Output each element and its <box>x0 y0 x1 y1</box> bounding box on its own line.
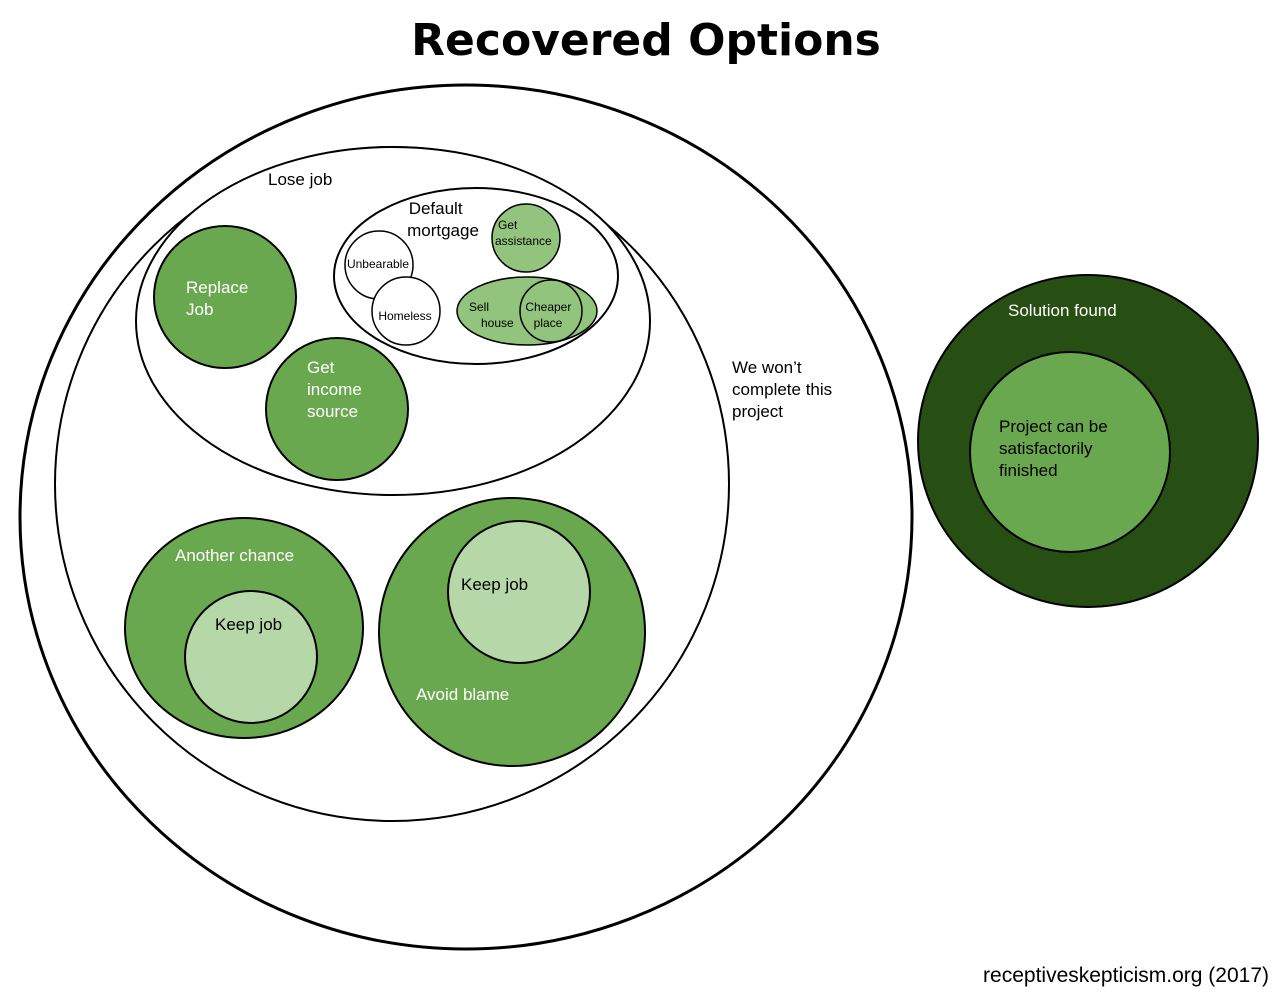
solution-found-label: Solution found <box>1008 301 1117 320</box>
diagram-title: Recovered Options <box>411 15 881 66</box>
get-income-source-label: Get income source <box>307 358 367 421</box>
cheaper-place-circle <box>519 279 583 343</box>
cheaper-place-label: Cheaper place <box>525 300 574 330</box>
replace-job-label: Replace Job <box>186 278 253 319</box>
keep-job-left-label: Keep job <box>215 615 282 634</box>
sell-house-label: Sell house <box>469 300 514 330</box>
keep-job-right-circle <box>447 520 591 664</box>
unbearable-label: Unbearable <box>347 257 409 271</box>
get-assistance-label: Get assistance <box>495 218 552 248</box>
homeless-circle <box>371 276 441 346</box>
replace-job-circle <box>153 225 297 369</box>
avoid-blame-label: Avoid blame <box>416 685 509 704</box>
default-mortgage-label: Default mortgage <box>407 199 479 240</box>
get-assistance-circle <box>491 203 561 273</box>
project-finished-label: Project can be satisfactorily finished <box>999 417 1112 480</box>
lose-job-label: Lose job <box>268 170 332 189</box>
get-income-source-circle <box>265 337 409 481</box>
keep-job-left-circle <box>184 590 318 724</box>
homeless-label: Homeless <box>378 309 431 323</box>
keep-job-right-label: Keep job <box>461 575 528 594</box>
credit-text: receptiveskepticism.org (2017) <box>983 964 1269 987</box>
project-finished-circle <box>969 351 1171 553</box>
another-chance-label: Another chance <box>175 546 294 565</box>
wont-complete-label: We won’t complete this project <box>732 358 837 421</box>
